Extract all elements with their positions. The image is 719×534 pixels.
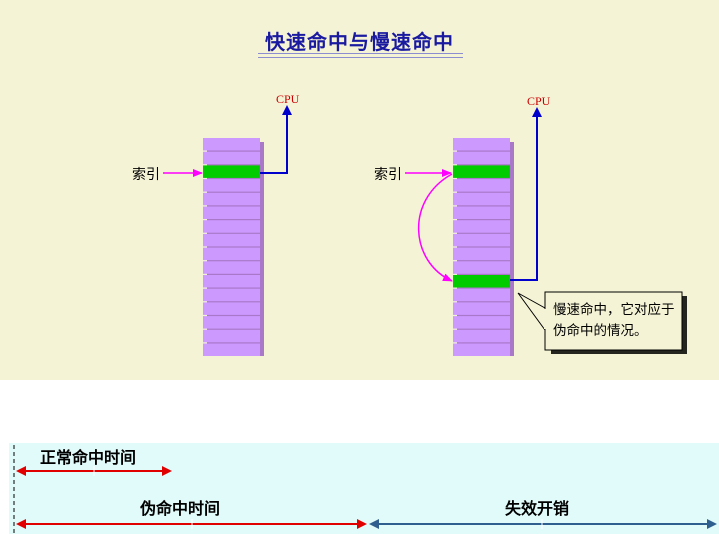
miss-penalty-label: 失效开销 [505, 499, 569, 518]
cache-row-left [203, 247, 260, 261]
cache-row-right [453, 247, 510, 261]
title-underline [258, 57, 463, 58]
cpu-label-left: CPU [276, 92, 300, 106]
cache-row-left [203, 261, 260, 274]
cache-slow-hit-row-right [453, 275, 510, 288]
index-label-right: 索引 [374, 166, 402, 183]
index-label-left: 索引 [132, 166, 160, 183]
cache-row-right [453, 151, 510, 165]
cache-row-left [203, 192, 260, 206]
cache-row-left [203, 151, 260, 165]
cpu-arrow-left [260, 105, 292, 174]
cpu-label-right: CPU [527, 94, 551, 108]
cache-row-left [203, 316, 260, 329]
cache-row-right [453, 233, 510, 247]
cache-row-right [453, 288, 510, 302]
cache-array-right [453, 138, 514, 356]
pseudo-hit-time-label: 伪命中时间 [139, 499, 220, 518]
cache-row-right [453, 261, 510, 274]
rehash-curve-arrow [417, 173, 453, 282]
cpu-arrow-right [510, 107, 542, 281]
cache-row-right [453, 329, 510, 343]
pseudo-hit-time-arrow [16, 519, 367, 529]
cache-row-left [203, 220, 260, 233]
cache-row-right [453, 343, 510, 356]
cache-hit-row-left [203, 165, 260, 178]
cache-row-right [453, 206, 510, 219]
normal-hit-time-label: 正常命中时间 [40, 448, 136, 467]
miss-penalty-arrow [369, 519, 717, 529]
cache-row-left [203, 233, 260, 247]
callout-box [517, 291, 687, 354]
cache-row-left [203, 275, 260, 288]
cache-hit-row-right [453, 165, 510, 178]
cache-row-left [203, 343, 260, 356]
cache-row-left [203, 329, 260, 343]
cache-row-right [453, 179, 510, 192]
cache-row-right [453, 192, 510, 206]
cache-row-right [453, 220, 510, 233]
cache-array-left [203, 138, 264, 356]
cache-row-left [203, 179, 260, 192]
cache-row-left [203, 138, 260, 151]
page-title: 快速命中与慢速命中 [265, 30, 454, 54]
timeline-panel [9, 443, 719, 534]
title-underline [258, 53, 463, 54]
callout-text: 慢速命中，它对应于伪命中的情况。 [553, 302, 675, 339]
cache-row-left [203, 288, 260, 302]
cache-row-right [453, 302, 510, 315]
cache-row-right [453, 138, 510, 151]
cache-row-left [203, 206, 260, 219]
normal-hit-time-arrow [16, 466, 172, 476]
cache-row-right [453, 316, 510, 329]
cache-row-left [203, 302, 260, 315]
